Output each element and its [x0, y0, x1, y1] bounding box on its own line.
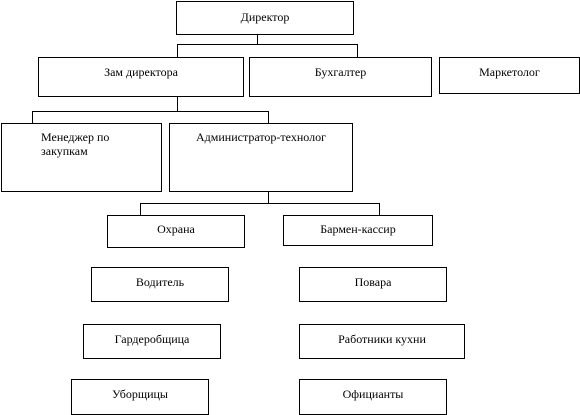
connector-line: [177, 44, 358, 45]
connector-line: [177, 96, 178, 112]
cleaners-box: Уборщицы: [71, 379, 209, 415]
director-box: Директор: [176, 1, 354, 35]
security-label: Охрана: [157, 222, 195, 236]
security-box: Охрана: [107, 215, 245, 248]
connector-line: [379, 203, 380, 215]
bartender-cashier-box: Бармен-кассир: [283, 215, 433, 246]
marketer-label: Маркетолог: [479, 65, 540, 79]
connector-line: [140, 203, 380, 204]
admin-technologist-label: Администратор-технолог: [195, 130, 327, 144]
bartender-cashier-label: Бармен-кассир: [320, 222, 396, 236]
waiters-box: Официанты: [299, 379, 447, 415]
kitchen-workers-label: Работники кухни: [338, 332, 426, 346]
cooks-box: Повара: [299, 267, 447, 302]
connector-line: [140, 203, 141, 215]
driver-box: Водитель: [91, 267, 229, 302]
connector-line: [357, 44, 358, 57]
waiters-label: Официанты: [342, 387, 404, 401]
connector-line: [268, 111, 269, 123]
director-label: Директор: [240, 10, 290, 24]
purchasing-manager-label: Менеджер по закупкам: [41, 130, 110, 158]
connector-line: [257, 34, 258, 45]
accountant-label: Бухгалтер: [314, 65, 367, 79]
cleaners-label: Уборщицы: [112, 387, 168, 401]
marketer-box: Маркетолог: [439, 57, 580, 94]
admin-technologist-box: Администратор-технолог: [169, 123, 353, 192]
kitchen-workers-box: Работники кухни: [299, 324, 465, 359]
connector-line: [268, 191, 269, 204]
deputy-director-label: Зам директора: [104, 65, 178, 79]
connector-line: [32, 111, 33, 123]
driver-label: Водитель: [135, 275, 185, 289]
purchasing-manager-box: Менеджер по закупкам: [1, 123, 162, 192]
accountant-box: Бухгалтер: [249, 57, 432, 97]
cloakroom-attendant-box: Гардеробщица: [83, 324, 221, 359]
connector-line: [177, 44, 178, 57]
cloakroom-attendant-label: Гардеробщица: [114, 332, 190, 346]
deputy-director-box: Зам директора: [38, 57, 244, 97]
cooks-label: Повара: [354, 275, 392, 289]
connector-line: [32, 111, 269, 112]
